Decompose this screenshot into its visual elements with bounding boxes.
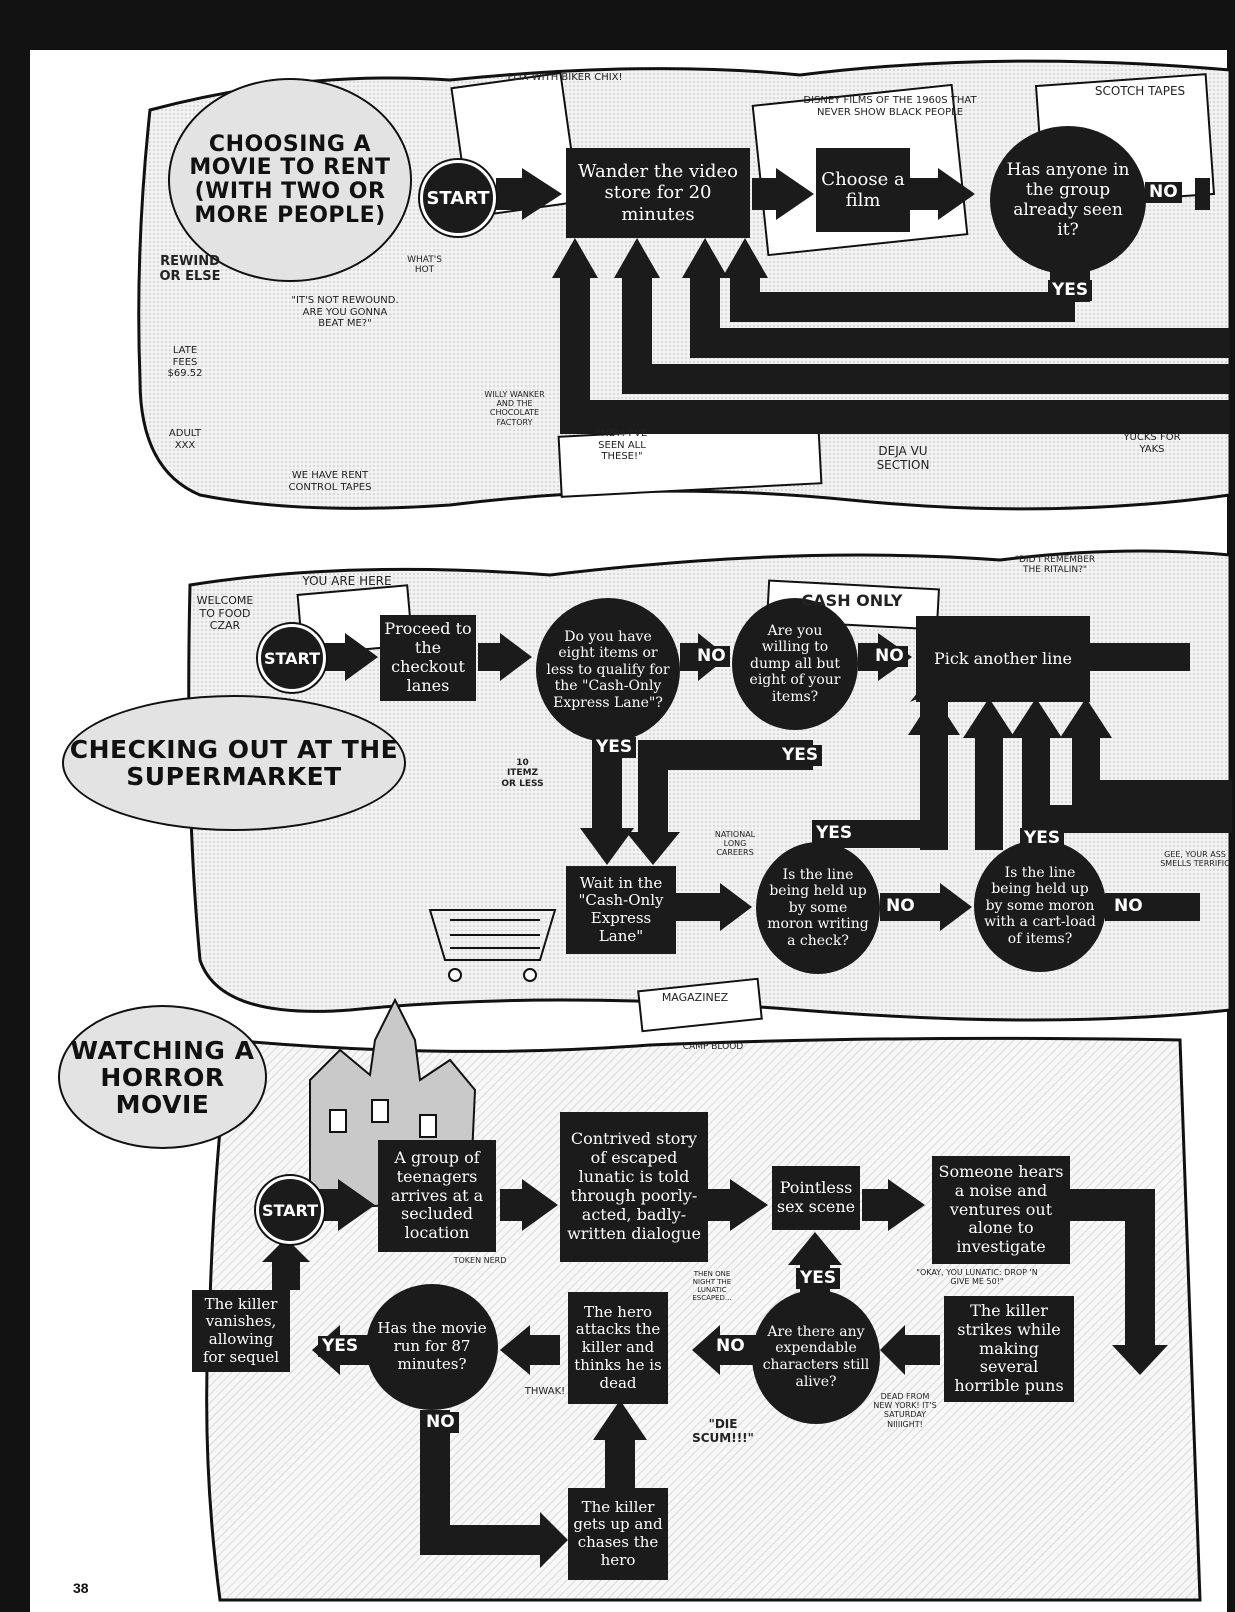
decision-eight-items: Do you have eight items or less to quali… (536, 598, 680, 742)
label-yes-movie: YES (1048, 280, 1093, 301)
label-yes-cart: YES (1020, 828, 1065, 849)
step-hero-attacks: The hero attacks the killer and thinks h… (568, 1292, 668, 1404)
sign-cash-only: CASH ONLY (801, 591, 903, 610)
sign-ten-items: 10 ITEMZ OR LESS (501, 758, 544, 789)
decision-expendable: Are there any expendable characters stil… (752, 1290, 880, 1424)
speech-ritalin: "DID I REMEMBER THE RITALIN?" (1014, 555, 1096, 576)
speech-not-rewound: "IT'S NOT REWOUND. ARE YOU GONNA BEAT ME… (291, 295, 399, 329)
sign-late-fees: Late fees $69.52 (167, 345, 203, 379)
title-checking-out: CHECKING OUT AT THE SUPERMARKET (62, 695, 406, 831)
sign-whats-hot: WHAT'S HOT (407, 255, 442, 276)
sign-rewind: REWIND OR ELSE (159, 254, 221, 284)
step-text: Proceed to the checkout lanes (384, 619, 472, 695)
step-wait-express: Wait in the "Cash-Only Express Lane" (566, 866, 676, 954)
step-teenagers-arrive: A group of teenagers arrives at a seclud… (378, 1140, 496, 1252)
label-no-eight: NO (693, 646, 730, 667)
label-yes-dump: YES (778, 745, 823, 766)
start-node-horror: START (256, 1176, 324, 1244)
label-yes-check: YES (812, 823, 857, 844)
step-proceed-checkout: Proceed to the checkout lanes (380, 615, 476, 701)
decision-text: Is the line being held up by some moron … (767, 866, 869, 949)
sign-rent-control: WE HAVE RENT CONTROL TAPES (288, 470, 372, 493)
speech-saturday-night: DEAD FROM NEW YORK! IT'S SATURDAY NIIIIG… (873, 1392, 937, 1429)
title-choosing-movie: CHOOSING A MOVIE TO RENT (WITH TWO OR MO… (168, 78, 412, 282)
sign-you-are-here: YOU ARE HERE (302, 574, 392, 588)
start-node-market: START (258, 624, 326, 692)
label-no-cart: NO (1110, 896, 1147, 917)
label-token-nerd: TOKEN NERD (453, 1256, 507, 1265)
step-text: The killer gets up and chases the hero (573, 1497, 663, 1569)
decision-check-writer: Is the line being held up by some moron … (756, 842, 880, 974)
label-no-run: NO (422, 1412, 459, 1433)
step-pick-another-line: Pick another line (916, 616, 1090, 702)
sign-national: NATIONAL LONG CAREERS (714, 830, 756, 858)
sign-flix-biker: FLIX WITH BIKER CHIX! (507, 72, 623, 83)
label-no-check: NO (882, 896, 919, 917)
decision-text: Are there any expendable characters stil… (762, 1323, 870, 1390)
step-contrived-story: Contrived story of escaped lunatic is to… (560, 1112, 708, 1262)
sign-disney-films: DISNEY FILMS OF THE 1960S THAT NEVER SHO… (803, 95, 977, 118)
speech-drop-give-50: "OKAY, YOU LUNATIC: DROP 'N GIVE ME 50!" (916, 1268, 1038, 1287)
label-yes-eight: YES (592, 737, 637, 758)
left-black-bar (0, 0, 30, 1612)
step-text: The killer strikes while making several … (954, 1300, 1064, 1396)
decision-text: Are you willing to dump all but eight of… (749, 622, 841, 705)
start-label: START (261, 1200, 319, 1220)
decision-text: Has anyone in the group already seen it? (1006, 159, 1130, 241)
speech-die-scum: "DIE SCUM!!!" (692, 1417, 754, 1445)
sign-deja-vu: DEJA VU SECTION (876, 444, 930, 472)
sign-willy-wanker: WILLY WANKER AND THE CHOCOLATE FACTORY (484, 390, 545, 427)
step-text: The hero attacks the killer and thinks h… (574, 1302, 662, 1392)
step-killer-vanishes: The killer vanishes, allowing for sequel (192, 1290, 290, 1372)
decision-already-seen: Has anyone in the group already seen it? (990, 126, 1146, 274)
sfx-thwak: THWAK! (524, 1386, 566, 1397)
sign-smells: GEE, YOUR ASS SMELLS TERRIFIC (1160, 850, 1230, 869)
label-no-movie: NO (1145, 182, 1182, 203)
top-black-bar (0, 0, 1235, 50)
step-choose-film: Choose a film (816, 148, 910, 232)
step-text: Someone hears a noise and ventures out a… (938, 1161, 1064, 1257)
speech-seen-these: "HEY! I'VE SEEN ALL THESE!" (596, 428, 648, 462)
sign-magazines: MAGAZINEZ (661, 991, 729, 1004)
start-label: START (426, 187, 490, 209)
decision-cart-load: Is the line being held up by some moron … (974, 840, 1106, 972)
sign-adult: ADULT XXX (168, 428, 202, 451)
step-text: The killer vanishes, allowing for sequel (202, 1294, 280, 1366)
start-label: START (263, 648, 321, 668)
decision-text: Do you have eight items or less to quali… (546, 628, 670, 711)
decision-text: Has the movie run for 87 minutes? (377, 1319, 487, 1373)
title-text: WATCHING A HORROR MOVIE (70, 1035, 255, 1119)
label-yes-expendable: YES (796, 1268, 841, 1289)
title-text: CHOOSING A MOVIE TO RENT (WITH TWO OR MO… (189, 131, 391, 228)
title-horror-movie: WATCHING A HORROR MOVIE (58, 1005, 267, 1149)
step-hears-noise: Someone hears a noise and ventures out a… (932, 1156, 1070, 1264)
label-no-dump: NO (871, 646, 908, 667)
decision-text: Is the line being held up by some moron … (984, 864, 1096, 947)
step-pointless-sex: Pointless sex scene (772, 1166, 860, 1230)
speech-lunatic-escaped: THEN ONE NIGHT THE LUNATIC ESCAPED... (692, 1270, 732, 1303)
decision-dump-items: Are you willing to dump all but eight of… (732, 598, 858, 730)
step-text: Pointless sex scene (776, 1178, 856, 1216)
step-killer-strikes: The killer strikes while making several … (944, 1296, 1074, 1402)
step-text: A group of teenagers arrives at a seclud… (390, 1147, 484, 1243)
label-yes-run: YES (318, 1336, 363, 1357)
sign-camp-blood: CAMP BLOOD (682, 1042, 744, 1052)
sign-yucks: YUCKS FOR YAKS (1123, 432, 1181, 455)
decision-87-minutes: Has the movie run for 87 minutes? (366, 1284, 498, 1410)
label-no-expendable: NO (712, 1336, 749, 1357)
step-text: Wait in the "Cash-Only Express Lane" (578, 873, 664, 945)
sign-scotch-tapes: SCOTCH TAPES (1094, 84, 1186, 98)
step-text: Wander the video store for 20 minutes (578, 161, 738, 225)
page-number: 38 (73, 1580, 89, 1596)
step-killer-chases: The killer gets up and chases the hero (568, 1488, 668, 1580)
step-text: Contrived story of escaped lunatic is to… (567, 1129, 701, 1243)
sign-welcome-food-czar: WELCOME TO FOOD CZAR (196, 594, 254, 633)
step-wander-store: Wander the video store for 20 minutes (566, 148, 750, 238)
step-text: Pick another line (933, 648, 1073, 668)
step-text: Choose a film (821, 168, 905, 211)
start-node-movie: START (420, 160, 496, 236)
title-text: CHECKING OUT AT THE SUPERMARKET (69, 735, 399, 791)
